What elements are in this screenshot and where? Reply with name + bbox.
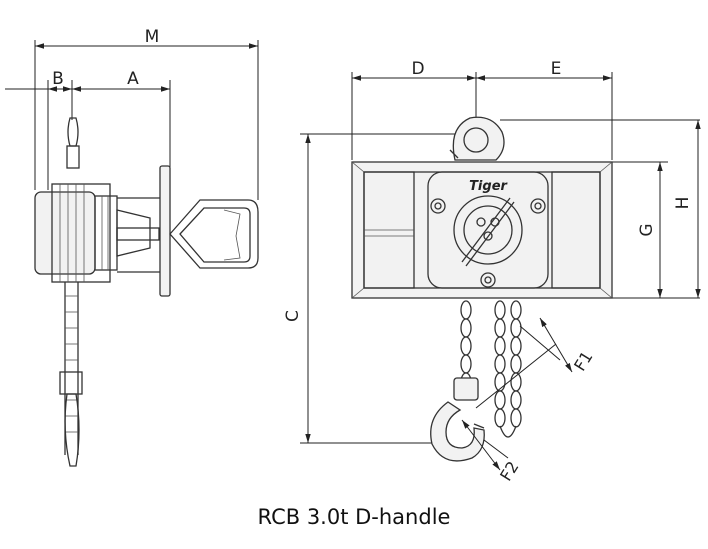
front-view: D E C G H <box>283 59 701 485</box>
dim-label-d: D <box>411 59 424 79</box>
dim-label-h: H <box>673 197 693 210</box>
side-chain <box>64 282 79 455</box>
dim-line-f2 <box>461 419 501 471</box>
side-hoist-body <box>34 191 96 275</box>
dim-label-e: E <box>551 59 562 79</box>
side-view: M B A <box>5 27 259 467</box>
dim-label-a: A <box>127 69 139 89</box>
top-hook <box>449 116 505 161</box>
dim-label-m: M <box>145 27 160 47</box>
dim-label-f1: F1 <box>570 348 596 375</box>
bottom-hook <box>430 377 485 462</box>
drawing-caption: RCB 3.0t D-handle <box>257 505 451 529</box>
dim-line-f1 <box>539 317 573 373</box>
dim-label-b: B <box>52 69 64 89</box>
dim-label-c: C <box>283 310 303 322</box>
side-d-handle <box>169 199 259 269</box>
hoist-body <box>351 161 613 299</box>
side-handle-plate <box>159 165 171 297</box>
brand-logo-text: Tiger <box>469 179 508 194</box>
hand-chain <box>494 300 522 438</box>
dim-label-g: G <box>637 223 657 236</box>
dim-label-f2: F2 <box>496 458 522 485</box>
